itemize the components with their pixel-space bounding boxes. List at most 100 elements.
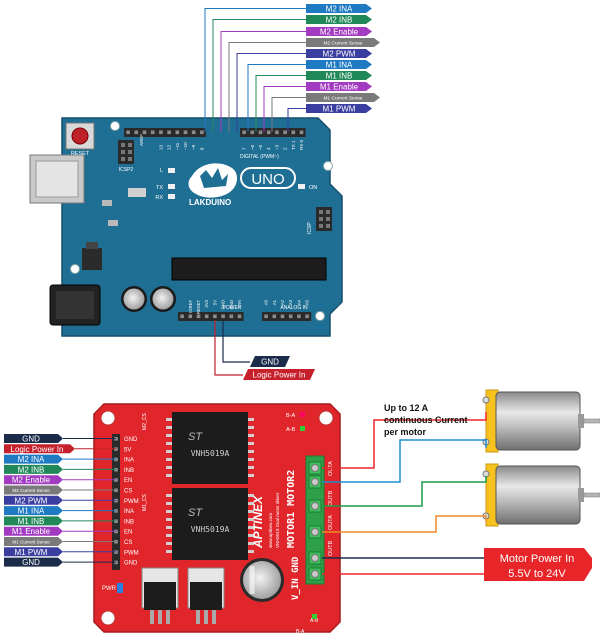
signal-label-bg	[306, 60, 372, 69]
motor-2	[482, 389, 600, 453]
chip-pin	[166, 502, 172, 505]
header-pin[interactable]	[175, 130, 180, 135]
header-pin[interactable]	[126, 130, 130, 135]
header-pin[interactable]	[288, 314, 293, 319]
smd-component	[108, 220, 118, 226]
header-pin[interactable]	[305, 314, 309, 319]
signal-label: M1 PWM	[323, 105, 356, 114]
header-pin[interactable]	[272, 314, 277, 319]
signal-label: M2 Current Sense	[324, 41, 363, 47]
analog-label: ANALOG IN	[280, 305, 308, 311]
header-pin[interactable]	[266, 130, 271, 135]
rx-led	[168, 194, 175, 199]
power-pin-label: 3V3	[204, 299, 209, 307]
driver-pin-label: GND	[124, 561, 138, 567]
header-pin[interactable]	[204, 314, 209, 319]
voltage-regulator	[82, 248, 102, 270]
header-pin[interactable]	[142, 130, 147, 135]
terminal-screw[interactable]	[311, 478, 319, 486]
chip-pin	[248, 526, 254, 529]
header-pin[interactable]	[242, 130, 246, 135]
header-pin[interactable]	[264, 314, 268, 319]
power-label: POWER	[223, 305, 242, 311]
header-block	[240, 128, 306, 137]
chip-pin	[248, 542, 254, 545]
header-pin[interactable]	[150, 130, 155, 135]
motor-shaft	[583, 418, 600, 424]
signal-label-bg	[306, 93, 380, 102]
signal-wire	[263, 86, 306, 132]
chip-pin	[248, 418, 254, 421]
chip-pin	[166, 458, 172, 461]
reset-button-cap[interactable]	[71, 127, 89, 145]
header-pin[interactable]	[221, 314, 225, 319]
header-pin[interactable]	[180, 314, 184, 319]
header-pin[interactable]	[196, 314, 201, 319]
l-led	[168, 168, 175, 173]
vnh5019-chip-m1: ST VNH5019A	[172, 488, 248, 560]
uno-badge	[240, 167, 296, 189]
ab-led	[300, 426, 305, 431]
terminal-screw[interactable]	[311, 570, 319, 578]
crystal	[128, 188, 146, 197]
chip-pin	[248, 426, 254, 429]
header-pin[interactable]	[291, 130, 296, 135]
header-block	[178, 312, 244, 321]
signal-label-bg	[306, 71, 372, 80]
header-pin[interactable]	[191, 130, 196, 135]
motor-power-line1: Motor Power In	[500, 553, 575, 565]
current-note-line1: Up to 12 A	[384, 403, 429, 413]
ab-label: A-B	[286, 427, 296, 433]
header-pin[interactable]	[134, 130, 139, 135]
aptinex-logo: APTINEX	[251, 495, 265, 549]
driver-signal-label: M2 INB	[18, 465, 45, 474]
m2-cs-label: M2_CS	[142, 413, 148, 430]
signal-label: M2 INA	[326, 5, 353, 14]
terminal-screw[interactable]	[311, 528, 319, 536]
header-pin[interactable]	[297, 314, 301, 319]
header-pin[interactable]	[275, 130, 279, 135]
header-pin[interactable]	[258, 130, 263, 135]
signal-wire	[255, 75, 306, 132]
ab-label-2: A-B	[310, 618, 319, 624]
digital-pin-label: ~5	[258, 144, 263, 150]
header-pin[interactable]	[283, 130, 287, 135]
motor-power-label: Motor Power In 5.5V to 24V	[484, 548, 592, 581]
bulk-capacitor	[240, 558, 284, 602]
header-pin[interactable]	[280, 314, 285, 319]
signal-wires	[204, 8, 306, 132]
header-pin[interactable]	[188, 314, 193, 319]
signal-label-bg	[306, 82, 372, 91]
header-pin[interactable]	[200, 130, 204, 135]
signal-wire	[212, 19, 306, 132]
pwr-label: PWR	[102, 586, 117, 592]
driver-signal-label: GND	[22, 435, 40, 444]
motor-1	[482, 463, 600, 527]
signal-label-bg	[306, 38, 380, 47]
header-pin[interactable]	[167, 130, 171, 135]
digital-pin-label: 2	[283, 147, 288, 150]
header-pin[interactable]	[299, 130, 304, 135]
aptinex-url: www.aptinex.com	[268, 513, 273, 548]
chip-pin	[166, 434, 172, 437]
header-pin[interactable]	[237, 314, 242, 319]
mosfet	[141, 567, 179, 624]
header-pin[interactable]	[213, 314, 217, 319]
terminal-screw[interactable]	[311, 464, 319, 472]
chip-pin	[166, 450, 172, 453]
chip-pin	[166, 474, 172, 477]
header-pin[interactable]	[183, 130, 188, 135]
driver-pin-label: PWM	[124, 550, 139, 556]
signal-wire	[247, 64, 306, 132]
header-pin[interactable]	[229, 314, 234, 319]
uno-label: UNO	[251, 171, 284, 188]
header-pin[interactable]	[250, 130, 255, 135]
mounting-hole	[318, 410, 334, 426]
header-pin[interactable]	[159, 130, 163, 135]
terminal-screw[interactable]	[311, 502, 319, 510]
terminal-screw[interactable]	[311, 554, 319, 562]
analog-pin-label: A1	[272, 299, 277, 305]
